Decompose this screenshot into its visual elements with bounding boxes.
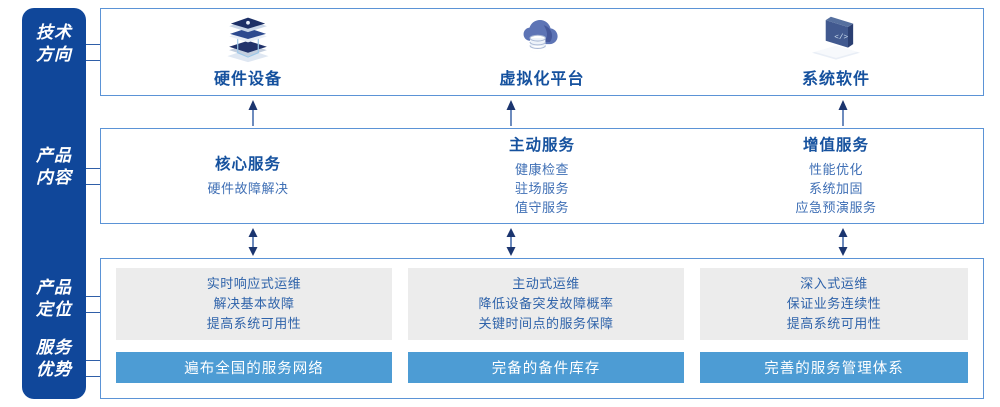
rail-label-product-position: 产品 定位	[36, 278, 72, 319]
server-stack-icon	[227, 17, 269, 63]
content-line: 系统加固	[808, 180, 863, 196]
rail-label-product-content: 产品 内容	[36, 146, 72, 187]
tech-label-system-software: 系统软件	[801, 71, 870, 88]
position-line: 主动式运维	[512, 276, 580, 291]
position-line: 提高系统可用性	[206, 316, 302, 331]
position-card-indepth[interactable]: 深入式运维 保证业务连续性 提高系统可用性	[700, 268, 968, 340]
position-line: 关键时间点的服务保障	[478, 316, 614, 331]
connector-tech-b	[86, 60, 110, 61]
arrow-bi-proactive-service	[506, 228, 516, 256]
advantage-label: 完备的备件库存	[491, 361, 601, 377]
connector-position-a	[86, 296, 110, 297]
laptop-code-icon: </>	[812, 16, 860, 60]
content-line: 驻场服务	[514, 180, 569, 196]
tech-item-hardware[interactable]: 硬件设备	[101, 9, 395, 95]
position-card-realtime[interactable]: 实时响应式运维 解决基本故障 提高系统可用性	[116, 268, 392, 340]
rail-label-tech-direction: 技术 方向	[36, 23, 72, 64]
connector-content-a	[86, 168, 110, 169]
rail-label-service-advantage: 服务 优势	[36, 338, 72, 379]
tech-item-system-software[interactable]: </> 系统软件	[689, 9, 983, 95]
connector-content-b	[86, 184, 110, 185]
content-title-value-added-service: 增值服务	[802, 136, 869, 154]
connector-advantage-b	[86, 376, 110, 377]
tech-label-hardware: 硬件设备	[213, 71, 282, 88]
content-line: 应急预演服务	[795, 199, 877, 215]
category-rail	[22, 8, 86, 399]
arrow-bi-value-added-service	[838, 228, 848, 256]
content-line: 值守服务	[514, 199, 569, 215]
position-line: 解决基本故障	[213, 296, 295, 311]
arrow-bi-core-service	[248, 228, 258, 256]
tech-label-virtualization: 虚拟化平台	[499, 71, 585, 88]
cloud-database-icon	[523, 19, 558, 52]
arrow-up-virtualization	[506, 100, 516, 126]
arrow-up-hardware	[248, 100, 258, 126]
content-item-value-added-service[interactable]: 增值服务 性能优化 系统加固 应急预演服务	[689, 129, 983, 223]
connector-position-b	[86, 312, 110, 313]
content-line: 硬件故障解决	[207, 180, 289, 196]
advantage-label: 遍布全国的服务网络	[184, 361, 324, 377]
content-title-core-service: 核心服务	[214, 155, 281, 173]
content-item-proactive-service[interactable]: 主动服务 健康检查 驻场服务 值守服务	[395, 129, 689, 223]
content-line: 性能优化	[808, 161, 863, 177]
connector-tech-a	[86, 44, 110, 45]
content-line: 健康检查	[514, 161, 569, 177]
product-content-panel: 核心服务 硬件故障解决 主动服务 健康检查 驻场服务 值守服务 增值服务 性能优…	[100, 128, 984, 224]
position-line: 保证业务连续性	[786, 296, 882, 311]
tech-item-virtualization[interactable]: 虚拟化平台	[395, 9, 689, 95]
content-title-proactive-service: 主动服务	[508, 136, 575, 154]
connector-advantage-a	[86, 360, 110, 361]
position-line: 深入式运维	[800, 276, 868, 291]
position-line: 提高系统可用性	[786, 316, 882, 331]
position-line: 降低设备突发故障概率	[478, 296, 614, 311]
position-card-proactive[interactable]: 主动式运维 降低设备突发故障概率 关键时间点的服务保障	[408, 268, 684, 340]
position-line: 实时响应式运维	[206, 276, 302, 291]
svg-text:</>: </>	[834, 34, 848, 42]
advantage-bar-spare-parts[interactable]: 完备的备件库存	[408, 352, 684, 383]
arrow-up-system-software	[838, 100, 848, 126]
tech-direction-panel: 硬件设备 虚拟化平台	[100, 8, 984, 96]
advantage-bar-service-network[interactable]: 遍布全国的服务网络	[116, 352, 392, 383]
advantage-label: 完善的服务管理体系	[764, 361, 904, 377]
content-item-core-service[interactable]: 核心服务 硬件故障解决	[101, 129, 395, 223]
advantage-bar-management-system[interactable]: 完善的服务管理体系	[700, 352, 968, 383]
